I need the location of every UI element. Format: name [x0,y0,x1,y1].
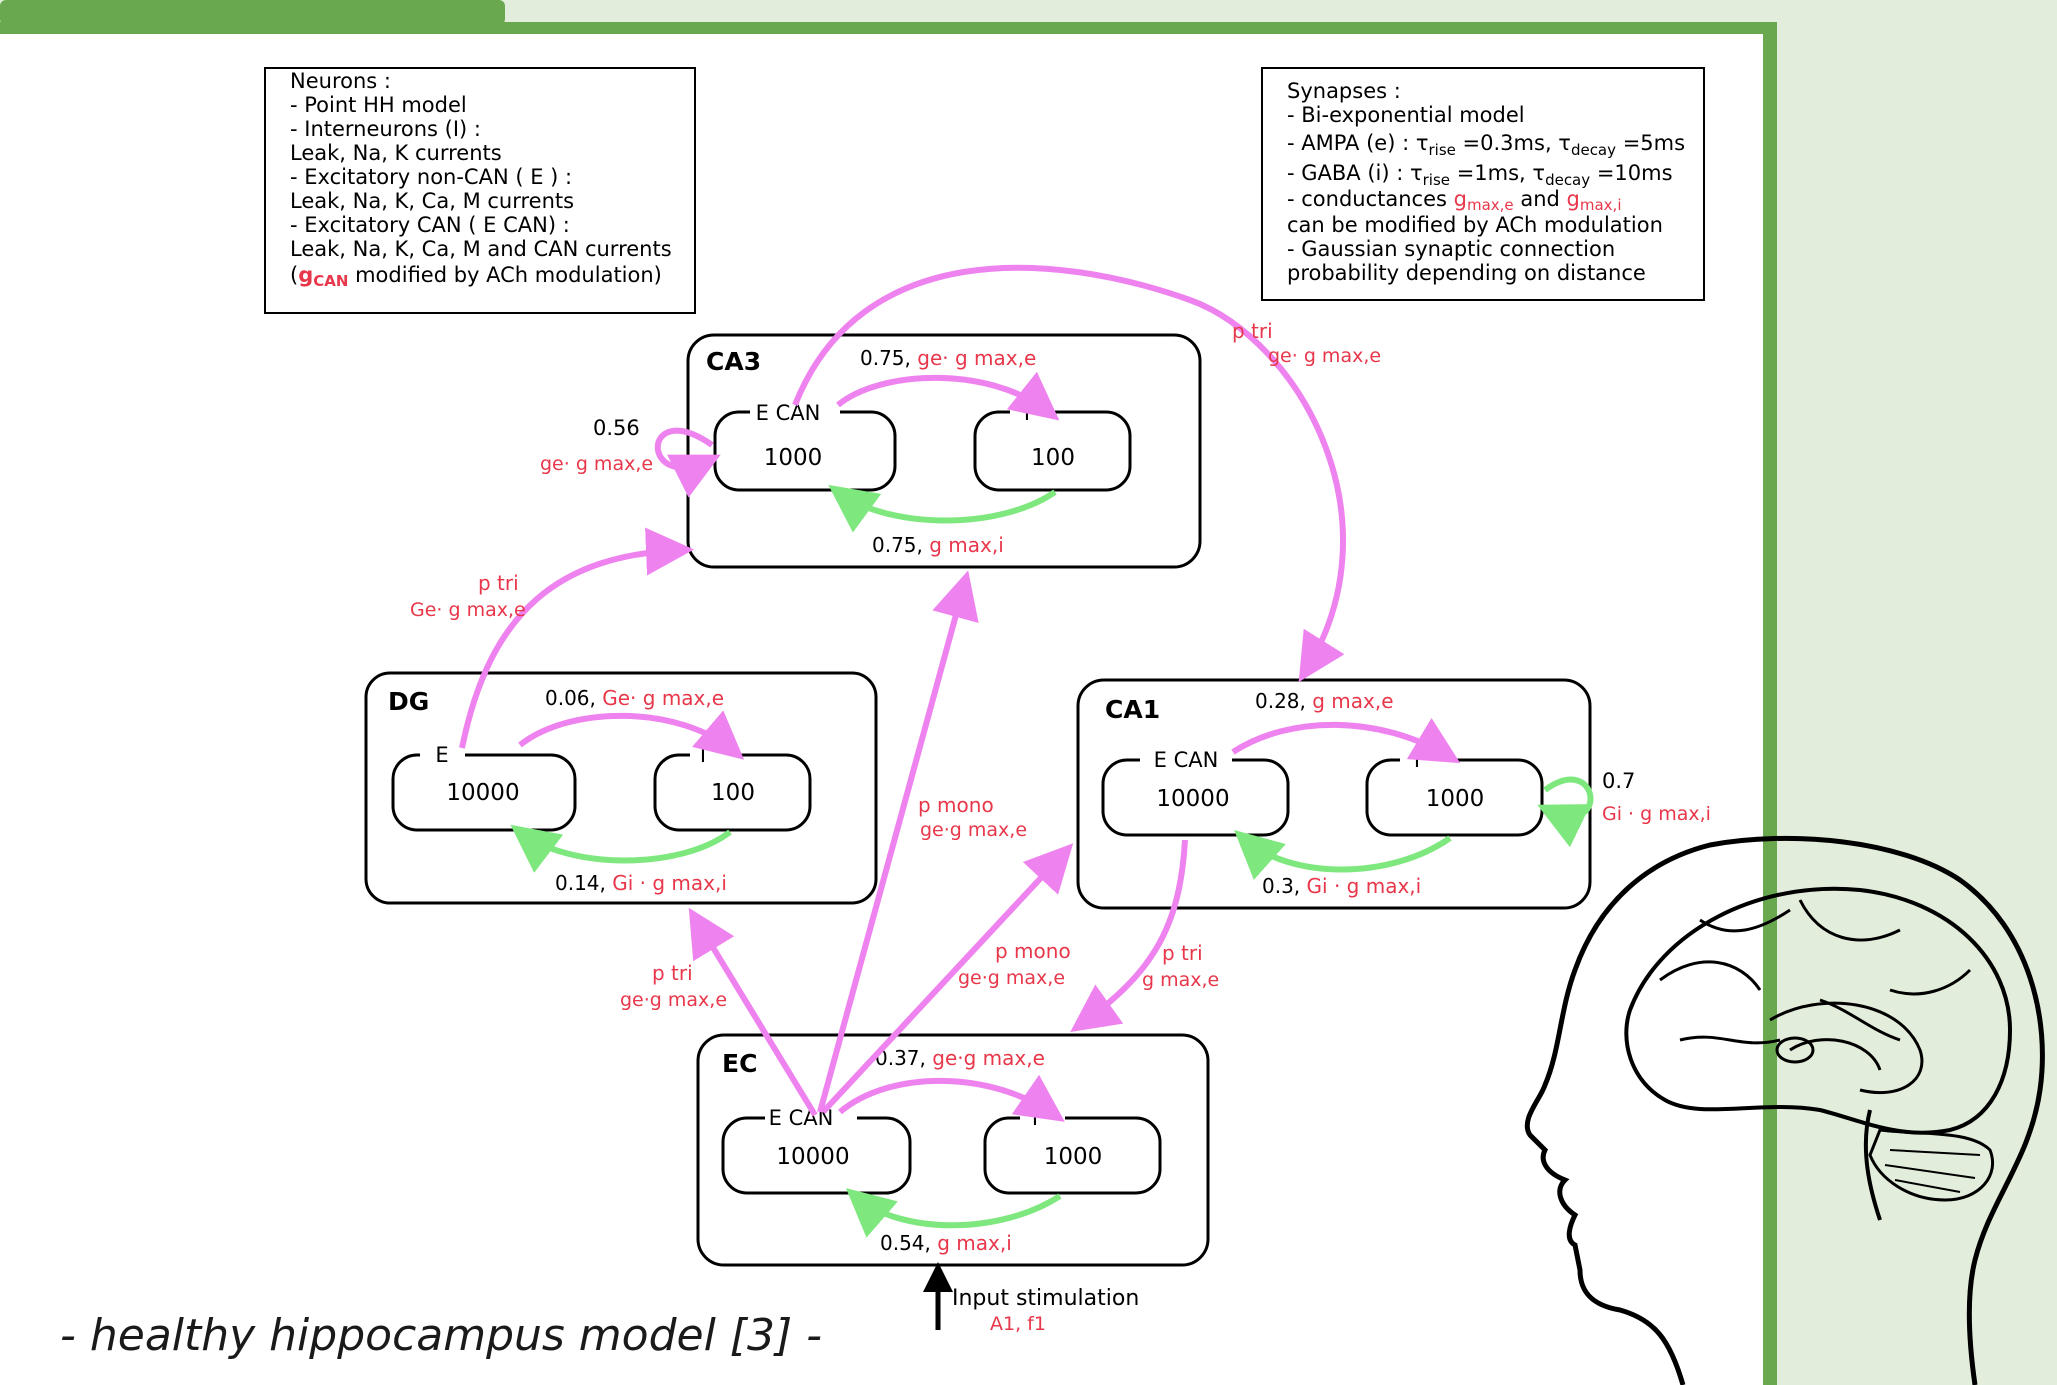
dg-ie-label: 0.14, Gi · g max,i [555,871,727,895]
svg-text:ge·g max,e: ge·g max,e [620,989,727,1011]
ca3-title: CA3 [706,347,761,376]
ca3-i-to-e-arrow [828,484,1057,533]
ec-e-to-i-arrow [838,1074,1065,1122]
ca1-e-count: 10000 [1156,786,1229,812]
neurons-line-0: Neurons : [290,69,391,93]
pathway-ca3-to-ca1: p tri ge· g max,e [792,264,1381,683]
ec-i-pop [983,1116,1162,1195]
dg-ei-label: 0.06, Ge· g max,e [545,686,724,710]
neurons-legend: Neurons : - Point HH model - Interneuron… [264,67,696,314]
synapses-line-5: can be modified by ACh modulation [1287,213,1663,237]
ca1-e-to-i-arrow [1231,717,1461,764]
ec-i-to-e-arrow [845,1188,1062,1238]
ca1-ie-label: 0.3, Gi · g max,i [1262,874,1421,898]
synapses-line-7: probability depending on distance [1287,261,1646,285]
dg-e-to-i-arrow [518,710,745,760]
input-stimulation: Input stimulation A1, f1 [923,1262,1139,1335]
svg-text:p tri: p tri [478,571,519,595]
dg-e-pop [391,753,577,832]
dg-e-count: 10000 [446,780,519,806]
ca1-self-loop [1537,776,1594,848]
input-params: A1, f1 [990,1313,1046,1335]
synapses-gaba: - GABA (i) : τrise =1ms, τdecay =10ms [1287,161,1673,189]
ca1-self-weight: 0.7 [1602,769,1635,793]
pathway-ec-to-dg: p tri ge·g max,e [620,907,818,1117]
ca3-e-count: 1000 [764,445,823,471]
ca1-i-label: I [1414,748,1420,772]
synapses-conductances: - conductances gmax,e and gmax,i [1287,187,1622,214]
ca1-i-count: 1000 [1426,786,1485,812]
pathway-dg-to-ca3: p tri Ge· g max,e [410,527,694,749]
ca3-e-label: E CAN [756,401,821,425]
ca3-ie-label: 0.75, g max,i [872,533,1004,557]
dg-i-to-e-arrow [510,824,732,873]
neurons-line-8: (gCAN modified by ACh modulation) [290,263,662,290]
ca1-i-to-e-arrow [1234,830,1452,880]
ec-e-count: 10000 [776,1144,849,1170]
brain-head-illustration [1524,835,2045,1385]
svg-text:Ge· g max,e: Ge· g max,e [410,599,526,621]
pathway-ca1-to-ec: p tri g max,e [1070,839,1219,1032]
ca3-self-cond: ge· g max,e [540,453,653,475]
ca3-i-label: I [1024,401,1030,425]
pathway-ec-to-ca3: p mono ge·g max,e [817,570,1027,1113]
neurons-line-2: - Interneurons (I) : [290,117,481,141]
synapses-legend: Synapses : - Bi-exponential model - AMPA… [1261,67,1705,301]
synapses-ampa: - AMPA (e) : τrise =0.3ms, τdecay =5ms [1287,131,1685,159]
ec-i-count: 1000 [1044,1144,1103,1170]
svg-text:ge·g max,e: ge·g max,e [958,967,1065,989]
region-ec: EC E CAN 10000 I 1000 0.37, ge·g max,e 0… [696,1033,1210,1267]
ca1-e-label: E CAN [1154,748,1219,772]
figure-caption: - healthy hippocampus model [3] - [60,1310,822,1361]
dg-e-label: E [435,743,448,767]
dg-i-count: 100 [711,780,755,806]
ca3-i-count: 100 [1031,445,1075,471]
ca3-self-weight: 0.56 [593,416,640,440]
svg-text:p tri: p tri [1162,941,1203,965]
ca1-self-cond: Gi · g max,i [1602,803,1711,825]
ec-ei-label: 0.37, ge·g max,e [875,1046,1045,1070]
svg-text:ge·g max,e: ge·g max,e [920,819,1027,841]
ec-i-label: I [1032,1106,1038,1130]
svg-text:p mono: p mono [995,939,1071,963]
svg-text:p tri: p tri [1232,319,1273,343]
svg-text:ge· g max,e: ge· g max,e [1268,345,1381,367]
region-ca3: CA3 E CAN 1000 I 100 0.75, ge· g max,e 0… [540,333,1202,569]
pathway-ec-to-ca1: p mono ge·g max,e [820,843,1074,1115]
svg-text:g max,e: g max,e [1142,969,1219,991]
synapses-title: Synapses : [1287,79,1401,103]
neurons-line-5: Leak, Na, K, Ca, M currents [290,189,574,213]
right-green-border [1763,22,1777,1385]
dg-title: DG [388,687,429,716]
ec-ie-label: 0.54, g max,i [880,1231,1012,1255]
right-green-panel [1775,0,2057,1385]
ca1-title: CA1 [1105,695,1160,724]
ec-title: EC [722,1049,757,1078]
ca1-ei-label: 0.28, g max,e [1255,689,1394,713]
input-label: Input stimulation [952,1286,1139,1311]
svg-text:p tri: p tri [652,961,693,985]
synapses-line-6: - Gaussian synaptic connection [1287,237,1615,261]
ca3-self-loop [654,427,721,498]
neurons-line-3: Leak, Na, K currents [290,141,502,165]
region-ca1: CA1 E CAN 10000 I 1000 0.28, g max,e 0.3… [1076,678,1711,910]
dg-i-label: I [700,743,706,767]
neurons-line-7: Leak, Na, K, Ca, M and CAN currents [290,237,672,261]
top-left-tab [0,0,505,25]
synapses-line-1: - Bi-exponential model [1287,103,1525,127]
ca3-e-to-i-arrow [836,371,1060,421]
neurons-line-1: - Point HH model [290,93,467,117]
ca3-ei-label: 0.75, ge· g max,e [860,346,1036,370]
neurons-line-4: - Excitatory non-CAN ( E ) : [290,165,572,189]
region-dg: DG E 10000 I 100 0.06, Ge· g max,e 0.14,… [364,671,878,905]
svg-text:p mono: p mono [918,793,994,817]
neurons-line-6: - Excitatory CAN ( E CAN) : [290,213,570,237]
